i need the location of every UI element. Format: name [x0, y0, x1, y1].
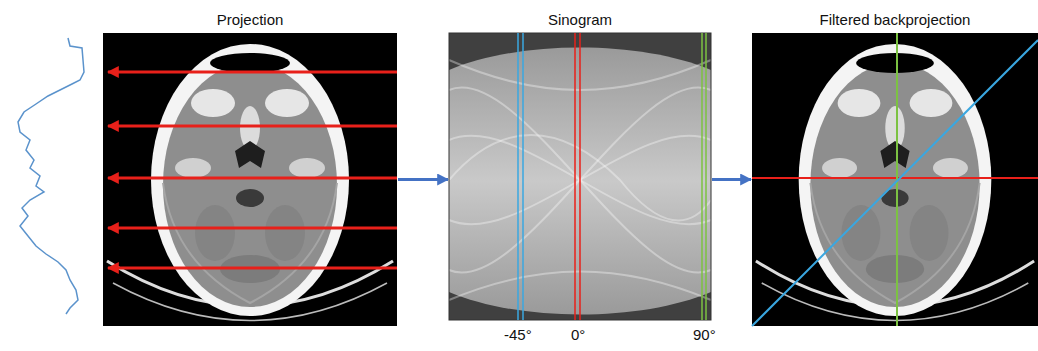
backprojection-line: [752, 177, 1038, 179]
image-panel: Projection: [103, 33, 397, 326]
image-panel: Sinogram: [449, 33, 711, 320]
projection-rays: [108, 72, 397, 268]
ray: [108, 177, 397, 180]
flow-arrow: [712, 178, 751, 181]
ray: [108, 227, 397, 230]
panel-title: Sinogram: [548, 11, 612, 28]
angle-label: 90°: [693, 326, 716, 343]
reconstructed-slice: [752, 33, 1038, 326]
angle-line: [517, 33, 519, 320]
flow-arrow: [398, 178, 448, 181]
ray: [108, 125, 397, 128]
sinogram-image: [449, 33, 711, 320]
ray: [108, 71, 397, 74]
angle-label: 0°: [571, 326, 585, 343]
ct-slice: [103, 33, 397, 326]
backprojection-line: [752, 40, 1038, 326]
sinogram-ground: [449, 33, 711, 320]
panel-title: Projection: [217, 11, 284, 28]
panel-title: Filtered backprojection: [820, 11, 971, 28]
profile-curve: [18, 38, 84, 314]
angle-line: [522, 33, 524, 320]
angle-line: [701, 33, 703, 320]
angle-label: -45°: [504, 326, 532, 343]
ray: [108, 267, 397, 270]
angle-line: [574, 33, 576, 320]
image-panel: Filtered backprojection: [752, 33, 1038, 326]
angle-line: [705, 33, 707, 320]
sinogram-border: [449, 33, 711, 320]
angle-line: [579, 33, 581, 320]
